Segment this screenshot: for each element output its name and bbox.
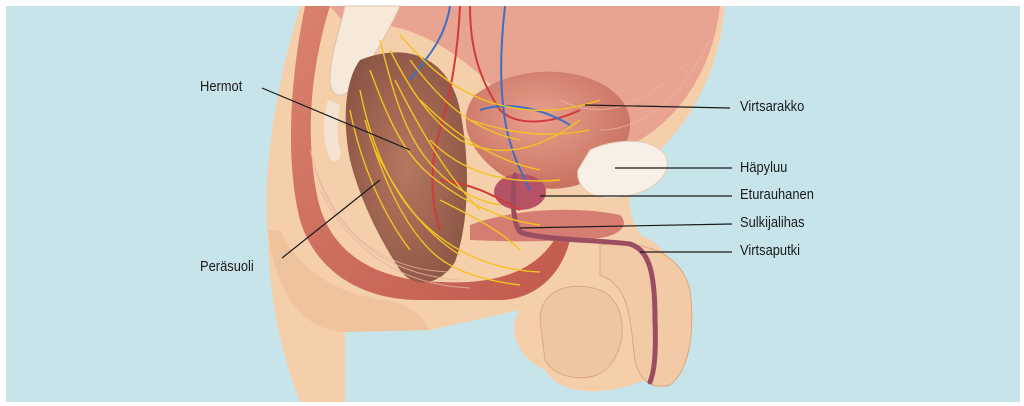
prostate-organ	[494, 174, 546, 210]
label-urethra: Virtsaputki	[740, 242, 800, 260]
label-bladder: Virtsarakko	[740, 98, 804, 116]
scrotum	[540, 286, 622, 377]
label-pubic-bone: Häpyluu	[740, 159, 787, 177]
label-nerves: Hermot	[200, 78, 242, 96]
pubic-bone	[578, 141, 668, 198]
label-sphincter: Sulkijalihas	[740, 214, 805, 232]
label-rectum: Peräsuoli	[200, 258, 254, 276]
label-prostate: Eturauhanen	[740, 186, 814, 204]
